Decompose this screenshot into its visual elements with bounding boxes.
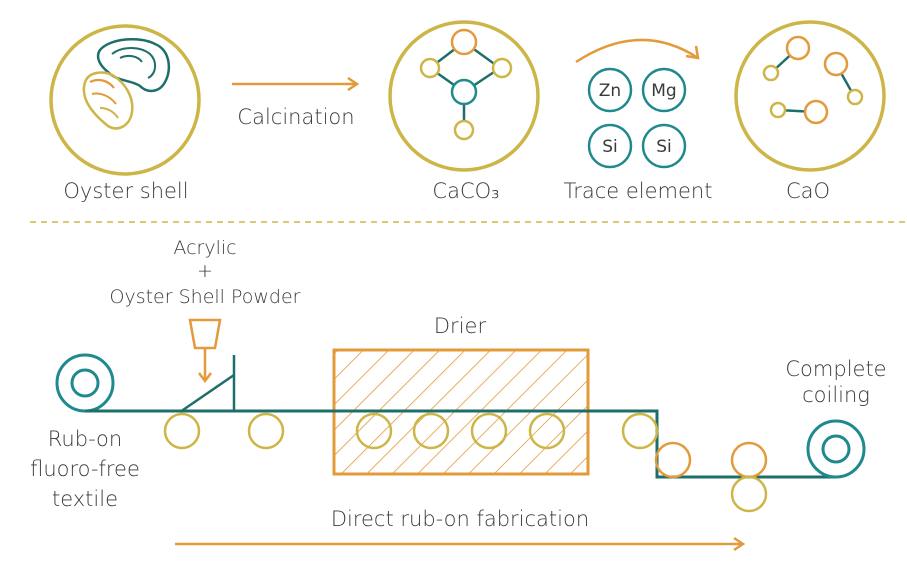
element-si-icon	[641, 123, 687, 169]
calcination-label: Calcination	[237, 105, 354, 129]
element-label: Si	[656, 137, 672, 157]
roller	[528, 412, 566, 450]
element-label: Mg	[651, 81, 676, 101]
oyster-shell-icon	[49, 24, 201, 176]
roller	[355, 412, 393, 450]
roller	[470, 412, 508, 450]
element-zn-icon	[587, 67, 633, 113]
element-mg-icon	[641, 67, 687, 113]
powder-label: Oyster Shell Powder	[110, 286, 301, 308]
roller	[247, 412, 285, 450]
coating-blade	[179, 355, 236, 414]
element-label: Si	[602, 137, 618, 157]
hopper-icon	[188, 318, 222, 384]
roller	[412, 412, 450, 450]
roller	[621, 412, 659, 450]
cao-molecule-icon	[734, 20, 886, 172]
trace-element-label: Trace element	[564, 179, 713, 203]
rubon-textile-label: fluoro-free	[30, 457, 140, 481]
curved-arrow	[575, 38, 700, 64]
caco3-label: CaCO₃	[432, 179, 499, 203]
oyster-shell-label: Oyster shell	[63, 179, 188, 203]
direct-fabrication-label: Direct rub-on fabrication	[331, 507, 589, 531]
element-label: Zn	[599, 81, 621, 101]
plus-label: +	[197, 260, 213, 282]
roller	[654, 441, 692, 479]
drier-label: Drier	[434, 314, 487, 338]
acrylic-label: Acrylic	[173, 237, 236, 259]
roller	[163, 412, 201, 450]
roller	[730, 441, 768, 479]
calcination-arrow	[232, 76, 360, 92]
roller	[730, 475, 768, 513]
direct-fabrication-arrow	[175, 536, 746, 552]
caco3-molecule-icon	[388, 20, 540, 172]
cao-label: CaO	[786, 179, 830, 203]
complete-coiling-label: Complete	[785, 357, 886, 381]
rollers	[163, 412, 768, 513]
rubon-textile-label: textile	[52, 487, 118, 511]
feed-roll-icon	[55, 353, 115, 413]
complete-coiling-label: coiling	[802, 383, 870, 407]
rubon-textile-label: Rub-on	[48, 427, 122, 451]
element-si-icon	[587, 123, 633, 169]
coil-roll-icon	[806, 419, 866, 479]
trace-elements: Zn Mg Si Si	[587, 67, 687, 169]
